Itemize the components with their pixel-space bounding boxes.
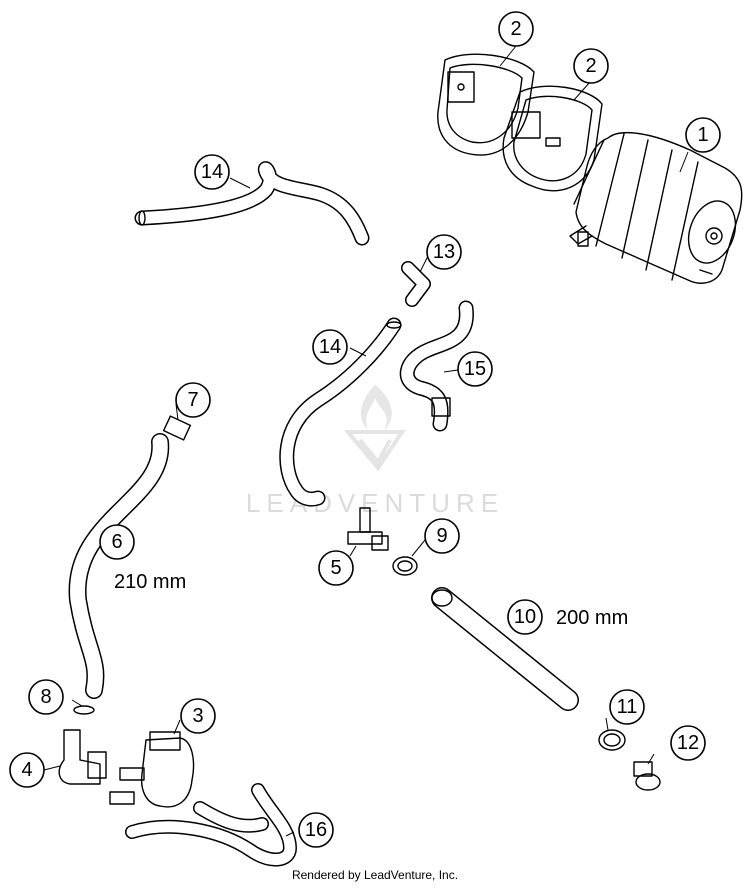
part-3-purge-valve (109, 731, 195, 808)
render-credit: Rendered by LeadVenture, Inc. (291, 868, 459, 882)
callout-9: 9 (424, 518, 460, 554)
callout-2-lower: 2 (573, 48, 609, 84)
svg-text:14: 14 (319, 336, 341, 358)
watermark-flame-icon (360, 385, 392, 430)
svg-text:8: 8 (40, 686, 51, 708)
dimension-label-hose-10: 200 mm (556, 607, 628, 629)
callout-5: 5 (318, 550, 354, 586)
part-14-hose-lower (279, 317, 402, 507)
leader-lines (43, 45, 689, 837)
watermark-text: LEADVENTURE (246, 488, 504, 518)
part-4-connector (58, 729, 107, 785)
callout-16: 16 (298, 812, 334, 848)
watermark-v-icon (343, 430, 406, 472)
svg-text:15: 15 (464, 358, 486, 380)
callout-10: 10 (507, 599, 543, 635)
part-13-elbow-connector (401, 261, 431, 307)
svg-text:14: 14 (201, 161, 223, 183)
part-15-hose (399, 300, 474, 432)
part-16-hose-assembly (125, 783, 297, 867)
leadventure-watermark: LEADVENTURE (246, 385, 504, 518)
svg-text:11: 11 (617, 696, 638, 718)
part-14-hose-upper (134, 161, 370, 246)
callout-1: 1 (685, 117, 721, 153)
part-12-plug (633, 761, 661, 791)
svg-text:5: 5 (330, 557, 341, 579)
svg-text:4: 4 (21, 759, 32, 781)
part-9-hose-clamp (392, 556, 418, 576)
part-5-t-fitting (347, 507, 389, 551)
svg-text:7: 7 (187, 389, 198, 411)
part-8-clip (73, 705, 95, 715)
part-2-strap-lower (502, 85, 603, 192)
callout-8: 8 (28, 679, 64, 715)
part-1-charcoal-canister (569, 132, 743, 284)
part-6-hose-210mm (68, 433, 170, 699)
part-7-sleeve (162, 415, 192, 441)
svg-text:1: 1 (697, 124, 708, 146)
callout-6: 6 (99, 524, 135, 560)
svg-text:3: 3 (192, 705, 203, 727)
callout-7: 7 (175, 382, 211, 418)
svg-text:10: 10 (514, 606, 536, 628)
svg-text:2: 2 (585, 55, 596, 77)
callout-14-upper: 14 (194, 154, 230, 190)
callout-12: 12 (670, 725, 706, 761)
svg-text:13: 13 (433, 241, 455, 263)
svg-text:2: 2 (510, 18, 521, 40)
part-11-hose-clamp (598, 729, 626, 751)
callout-14-lower: 14 (312, 329, 348, 365)
svg-text:12: 12 (677, 732, 699, 754)
callout-3: 3 (180, 698, 216, 734)
svg-text:9: 9 (436, 525, 447, 547)
callout-15: 15 (457, 351, 493, 387)
part-2-strap-upper (437, 53, 535, 156)
callout-4: 4 (9, 752, 45, 788)
callout-2-upper: 2 (498, 11, 534, 47)
callout-11: 11 (609, 689, 645, 725)
callout-13: 13 (426, 234, 462, 270)
svg-text:16: 16 (305, 819, 327, 841)
dimension-label-hose-6: 210 mm (114, 571, 186, 593)
svg-text:6: 6 (111, 531, 122, 553)
part-10-hose-200mm (431, 587, 579, 711)
